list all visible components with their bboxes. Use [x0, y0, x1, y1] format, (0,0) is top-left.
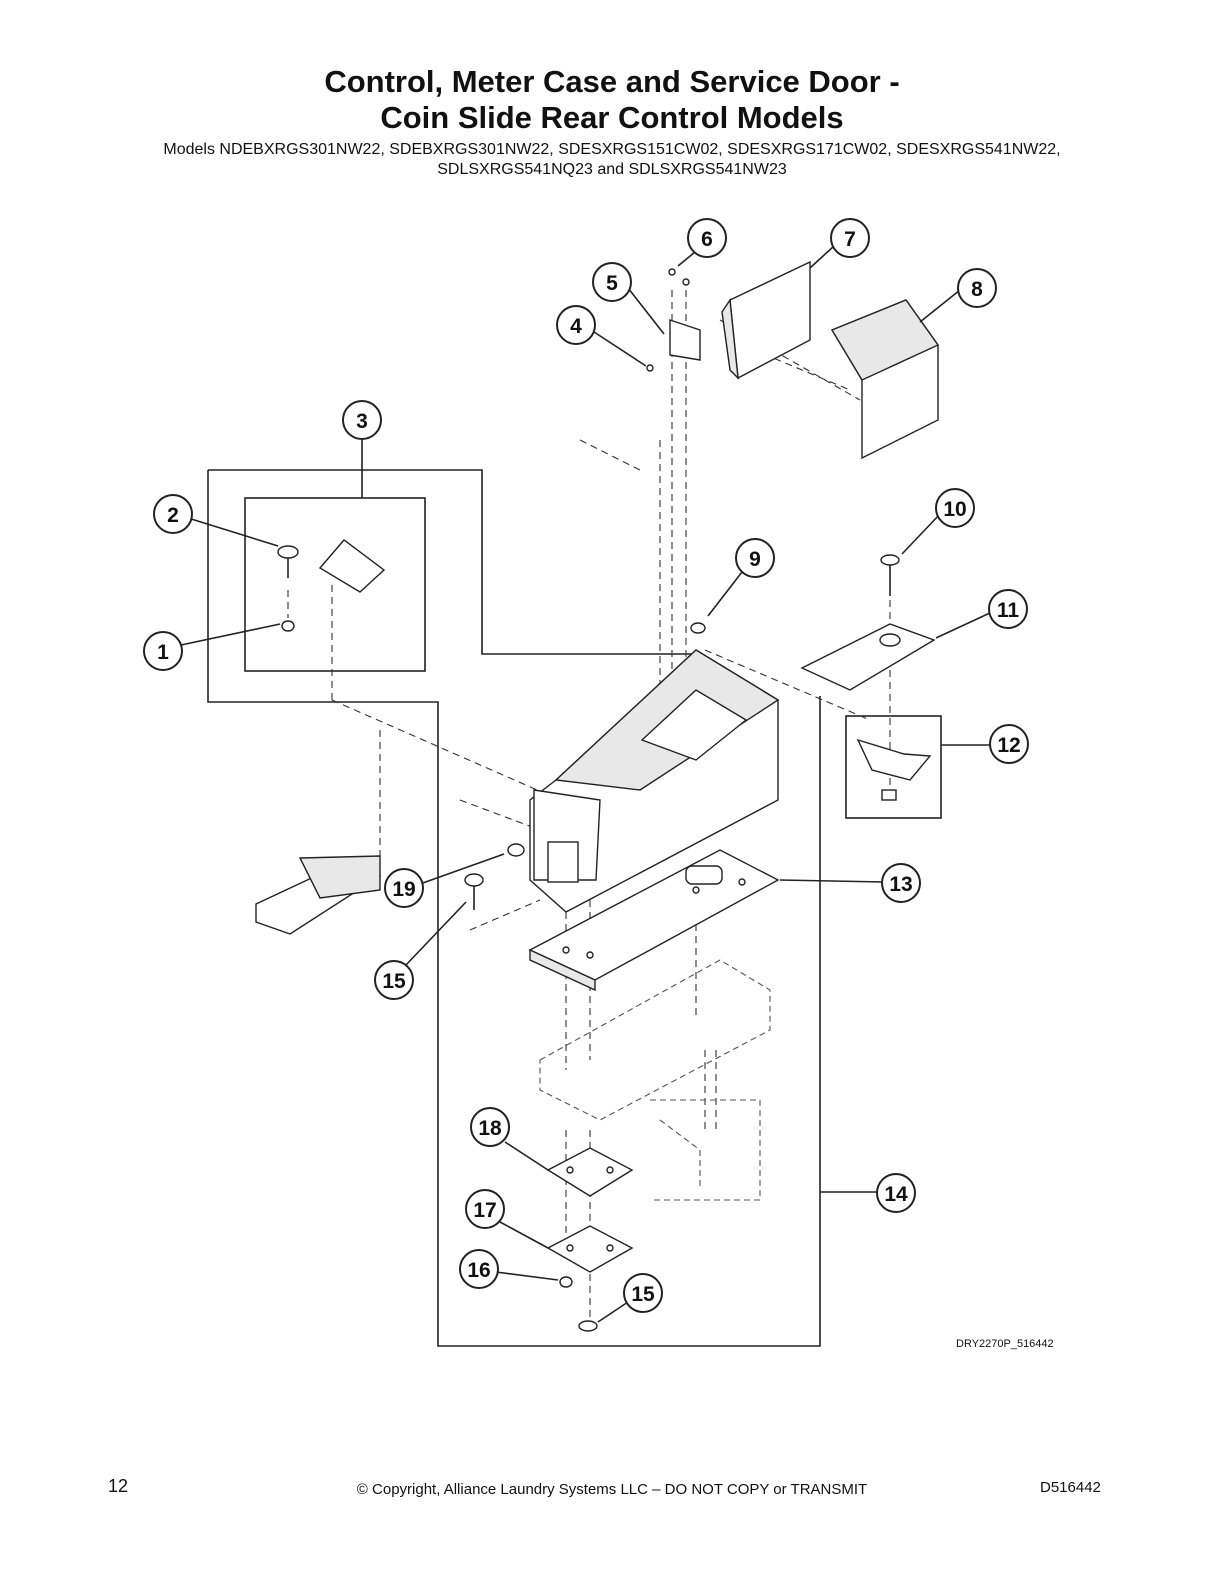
plate-17 [546, 1225, 634, 1273]
figure-code: DRY2270P_516442 [956, 1338, 1054, 1350]
callout-6: 6 [687, 218, 727, 258]
control-board [721, 260, 811, 380]
callout-14: 14 [876, 1173, 916, 1213]
page-number: 12 [108, 1476, 129, 1496]
svg-text:4: 4 [570, 315, 582, 338]
svg-text:15: 15 [631, 1283, 655, 1306]
bracket [669, 319, 701, 361]
exploded-parts-diagram: 1 2 3 4 5 6 7 8 9 10 11 12 13 14 15 16 1… [143, 218, 1029, 1347]
page-title-line-2: Coin Slide Rear Control Models [380, 100, 844, 135]
svg-text:15: 15 [382, 970, 406, 993]
callout-1: 1 [143, 631, 183, 671]
callout-10: 10 [935, 488, 975, 528]
group-box-3 [207, 440, 821, 1347]
svg-text:1: 1 [157, 641, 169, 664]
callout-8: 8 [957, 268, 997, 308]
svg-text:6: 6 [701, 228, 713, 251]
models-list-line-1: Models NDEBXRGS301NW22, SDEBXRGS301NW22,… [163, 141, 1061, 158]
svg-text:19: 19 [392, 878, 415, 901]
svg-text:12: 12 [997, 734, 1020, 757]
callout-4: 4 [556, 305, 596, 345]
copyright-notice: © Copyright, Alliance Laundry Systems LL… [356, 1481, 868, 1498]
svg-text:17: 17 [473, 1199, 496, 1222]
svg-text:16: 16 [467, 1259, 490, 1282]
callout-13: 13 [881, 863, 921, 903]
svg-text:7: 7 [844, 228, 856, 251]
control-cover [830, 299, 940, 460]
machine-top-ghost [539, 959, 771, 1201]
callout-15-lower: 15 [623, 1273, 663, 1313]
svg-text:11: 11 [997, 599, 1020, 622]
svg-text:10: 10 [943, 498, 966, 521]
service-lid [800, 623, 936, 691]
callout-7: 7 [830, 218, 870, 258]
svg-text:13: 13 [889, 873, 912, 896]
fasteners [277, 268, 900, 1332]
coin-slide [255, 855, 382, 935]
callout-18: 18 [470, 1107, 510, 1147]
latch-bracket [318, 539, 386, 593]
models-list-line-2: SDLSXRGS541NQ23 and SDLSXRGS541NW23 [437, 161, 787, 178]
callout-9: 9 [735, 538, 775, 578]
callout-5: 5 [592, 262, 632, 302]
svg-text:9: 9 [749, 548, 761, 571]
lock-bracket [856, 738, 932, 801]
svg-text:2: 2 [167, 504, 179, 527]
page-title-line-1: Control, Meter Case and Service Door - [324, 64, 900, 99]
callout-19: 19 [384, 868, 424, 908]
callout-2: 2 [153, 494, 193, 534]
svg-text:14: 14 [884, 1183, 908, 1206]
callout-15: 15 [374, 960, 414, 1000]
leader-lines [180, 245, 993, 1323]
document-id: D516442 [1040, 1479, 1101, 1496]
svg-text:5: 5 [606, 272, 618, 295]
callout-12: 12 [989, 724, 1029, 764]
base-plate [528, 849, 780, 992]
callout-11: 11 [988, 589, 1028, 629]
svg-text:3: 3 [356, 410, 368, 433]
callout-17: 17 [465, 1189, 505, 1229]
svg-text:18: 18 [478, 1117, 502, 1140]
meter-case [529, 649, 780, 913]
plate-18 [546, 1147, 634, 1197]
callout-3: 3 [342, 400, 382, 440]
group-box-12 [845, 715, 942, 819]
svg-text:8: 8 [971, 278, 983, 301]
callout-16: 16 [459, 1249, 499, 1289]
